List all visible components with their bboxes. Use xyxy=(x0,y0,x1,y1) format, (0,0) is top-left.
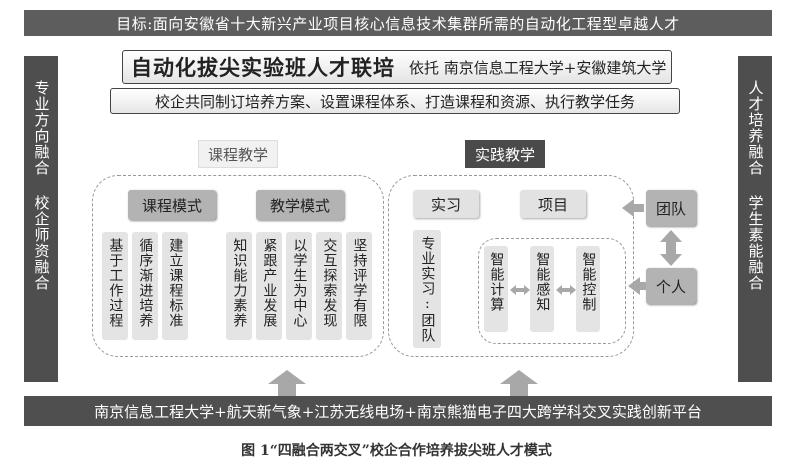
course-mode-label: 课程模式 xyxy=(141,196,202,215)
teaching-mode-item-text: 交互探索发现 xyxy=(321,238,338,328)
teaching-mode-item-text: 知识能力素养 xyxy=(231,238,248,328)
program-title-box: 自动化拔尖实验班人才联培 依托 南京信息工程大学+安徽建筑大学 xyxy=(122,50,672,84)
teaching-mode-item: 以学生为中心 xyxy=(286,232,312,340)
teaching-mode-item-text: 以学生为中心 xyxy=(291,238,308,328)
program-partners: 依托 南京信息工程大学+安徽建筑大学 xyxy=(409,58,667,77)
team-label: 团队 xyxy=(655,199,686,218)
teaching-mode-item: 交互探索发现 xyxy=(316,232,342,340)
smart-item-text: 智能控制 xyxy=(580,252,597,312)
innovation-platform-text: 南京信息工程大学+航天新气象+江苏无线电场+南京熊猫电子四大跨学科交叉实践创新平… xyxy=(94,402,702,421)
cooperation-text: 校企共同制订培养方案、设置课程体系、打造课程和资源、执行教学任务 xyxy=(154,92,635,111)
course-teaching-label: 课程教学 xyxy=(198,140,278,168)
course-mode-item: 循序渐进培养 xyxy=(132,232,158,340)
smart-item-text: 智能感知 xyxy=(534,252,551,312)
individual-box: 个人 xyxy=(646,268,696,304)
practice-teaching-label: 实践教学 xyxy=(465,140,545,168)
right-fusion-column: 人才培养融合 学生素能融合 xyxy=(738,56,772,382)
innovation-platform-bar: 南京信息工程大学+航天新气象+江苏无线电场+南京熊猫电子四大跨学科交叉实践创新平… xyxy=(24,396,772,426)
course-teaching-frame xyxy=(92,175,384,357)
right-column-text: 人才培养融合 学生素能融合 xyxy=(746,80,765,291)
internship-detail-text: 专业实习:团队 xyxy=(419,236,436,343)
teaching-mode-item: 知识能力素养 xyxy=(226,232,252,340)
teaching-mode-item-text: 紧跟产业发展 xyxy=(261,238,278,328)
teaching-mode-item-text: 坚持评学有限 xyxy=(351,238,368,328)
smart-sensing-card: 智能感知 xyxy=(530,246,554,332)
teaching-mode-box: 教学模式 xyxy=(256,190,344,220)
vertical-double-arrow-icon xyxy=(660,230,682,266)
up-arrow-icon xyxy=(500,370,538,396)
goal-text: 目标:面向安徽省十大新兴产业项目核心信息技术集群所需的自动化工程型卓越人才 xyxy=(116,14,680,33)
teaching-mode-item: 坚持评学有限 xyxy=(346,232,372,340)
cooperation-bar: 校企共同制订培养方案、设置课程体系、打造课程和资源、执行教学任务 xyxy=(110,88,680,114)
smart-item-text: 智能计算 xyxy=(488,252,505,312)
practice-teaching-label-text: 实践教学 xyxy=(474,145,535,164)
goal-banner: 目标:面向安徽省十大新兴产业项目核心信息技术集群所需的自动化工程型卓越人才 xyxy=(24,10,772,36)
teaching-mode-label: 教学模式 xyxy=(269,196,330,215)
course-mode-item: 建立课程标准 xyxy=(162,232,188,340)
program-title: 自动化拔尖实验班人才联培 xyxy=(131,56,395,80)
internship-box: 实习 xyxy=(413,190,479,218)
smart-computing-card: 智能计算 xyxy=(484,246,508,332)
left-fusion-column: 专业方向融合 校企师资融合 xyxy=(24,56,58,382)
project-label: 项目 xyxy=(537,195,568,214)
course-mode-item: 基于工作过程 xyxy=(102,232,128,340)
practice-teaching-frame xyxy=(388,175,634,357)
smart-control-card: 智能控制 xyxy=(576,246,600,332)
internship-detail: 专业实习:团队 xyxy=(413,230,441,348)
left-column-text: 专业方向融合 校企师资融合 xyxy=(32,80,51,291)
smart-skills-frame xyxy=(478,238,626,344)
team-box: 团队 xyxy=(646,190,696,226)
project-box: 项目 xyxy=(520,190,586,218)
course-mode-item-text: 基于工作过程 xyxy=(107,238,124,328)
up-arrow-icon xyxy=(268,370,306,396)
teaching-mode-item: 紧跟产业发展 xyxy=(256,232,282,340)
course-mode-box: 课程模式 xyxy=(128,190,216,220)
course-mode-item-text: 建立课程标准 xyxy=(167,238,184,328)
course-teaching-label-text: 课程教学 xyxy=(207,145,268,164)
internship-label: 实习 xyxy=(430,195,461,214)
individual-label: 个人 xyxy=(655,277,686,296)
figure-caption: 图 1“四融合两交叉”校企合作培养拔尖班人才模式 xyxy=(241,443,552,459)
course-mode-item-text: 循序渐进培养 xyxy=(137,238,154,328)
